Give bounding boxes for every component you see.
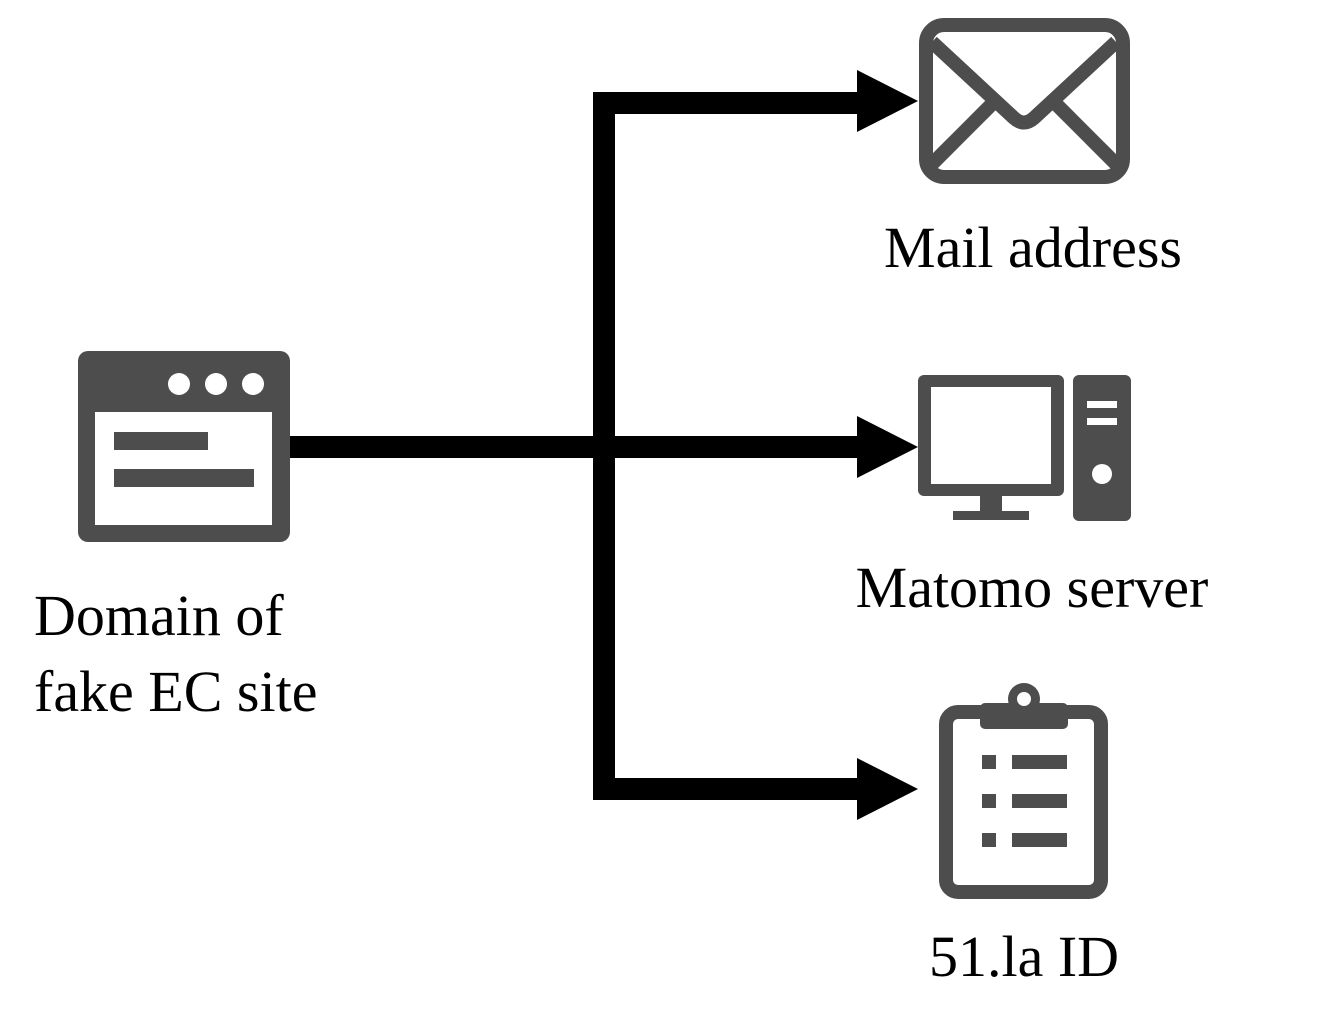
matomo-server-label: Matomo server (855, 555, 1209, 620)
51la-id-label: 51.la ID (928, 924, 1120, 989)
arrowhead-mail (857, 70, 918, 132)
source-label: Domain of fake EC site (34, 578, 317, 730)
browser-window-icon (78, 351, 290, 542)
desktop-computer-icon (918, 375, 1131, 521)
mail-address-label: Mail address (884, 215, 1182, 280)
arrowhead-matomo (857, 416, 918, 478)
clipboard-list-icon (939, 683, 1108, 899)
arrowhead-51la (857, 758, 918, 820)
arrow-trunk (288, 436, 608, 458)
arrow-branch-51la (593, 778, 865, 800)
connector-arrows (288, 70, 918, 820)
arrow-branch-mail (593, 92, 865, 114)
envelope-icon (919, 18, 1130, 184)
source-label-line-1: Domain of (34, 583, 284, 648)
source-label-line-2: fake EC site (34, 659, 318, 724)
arrow-branch-matomo (593, 436, 865, 458)
